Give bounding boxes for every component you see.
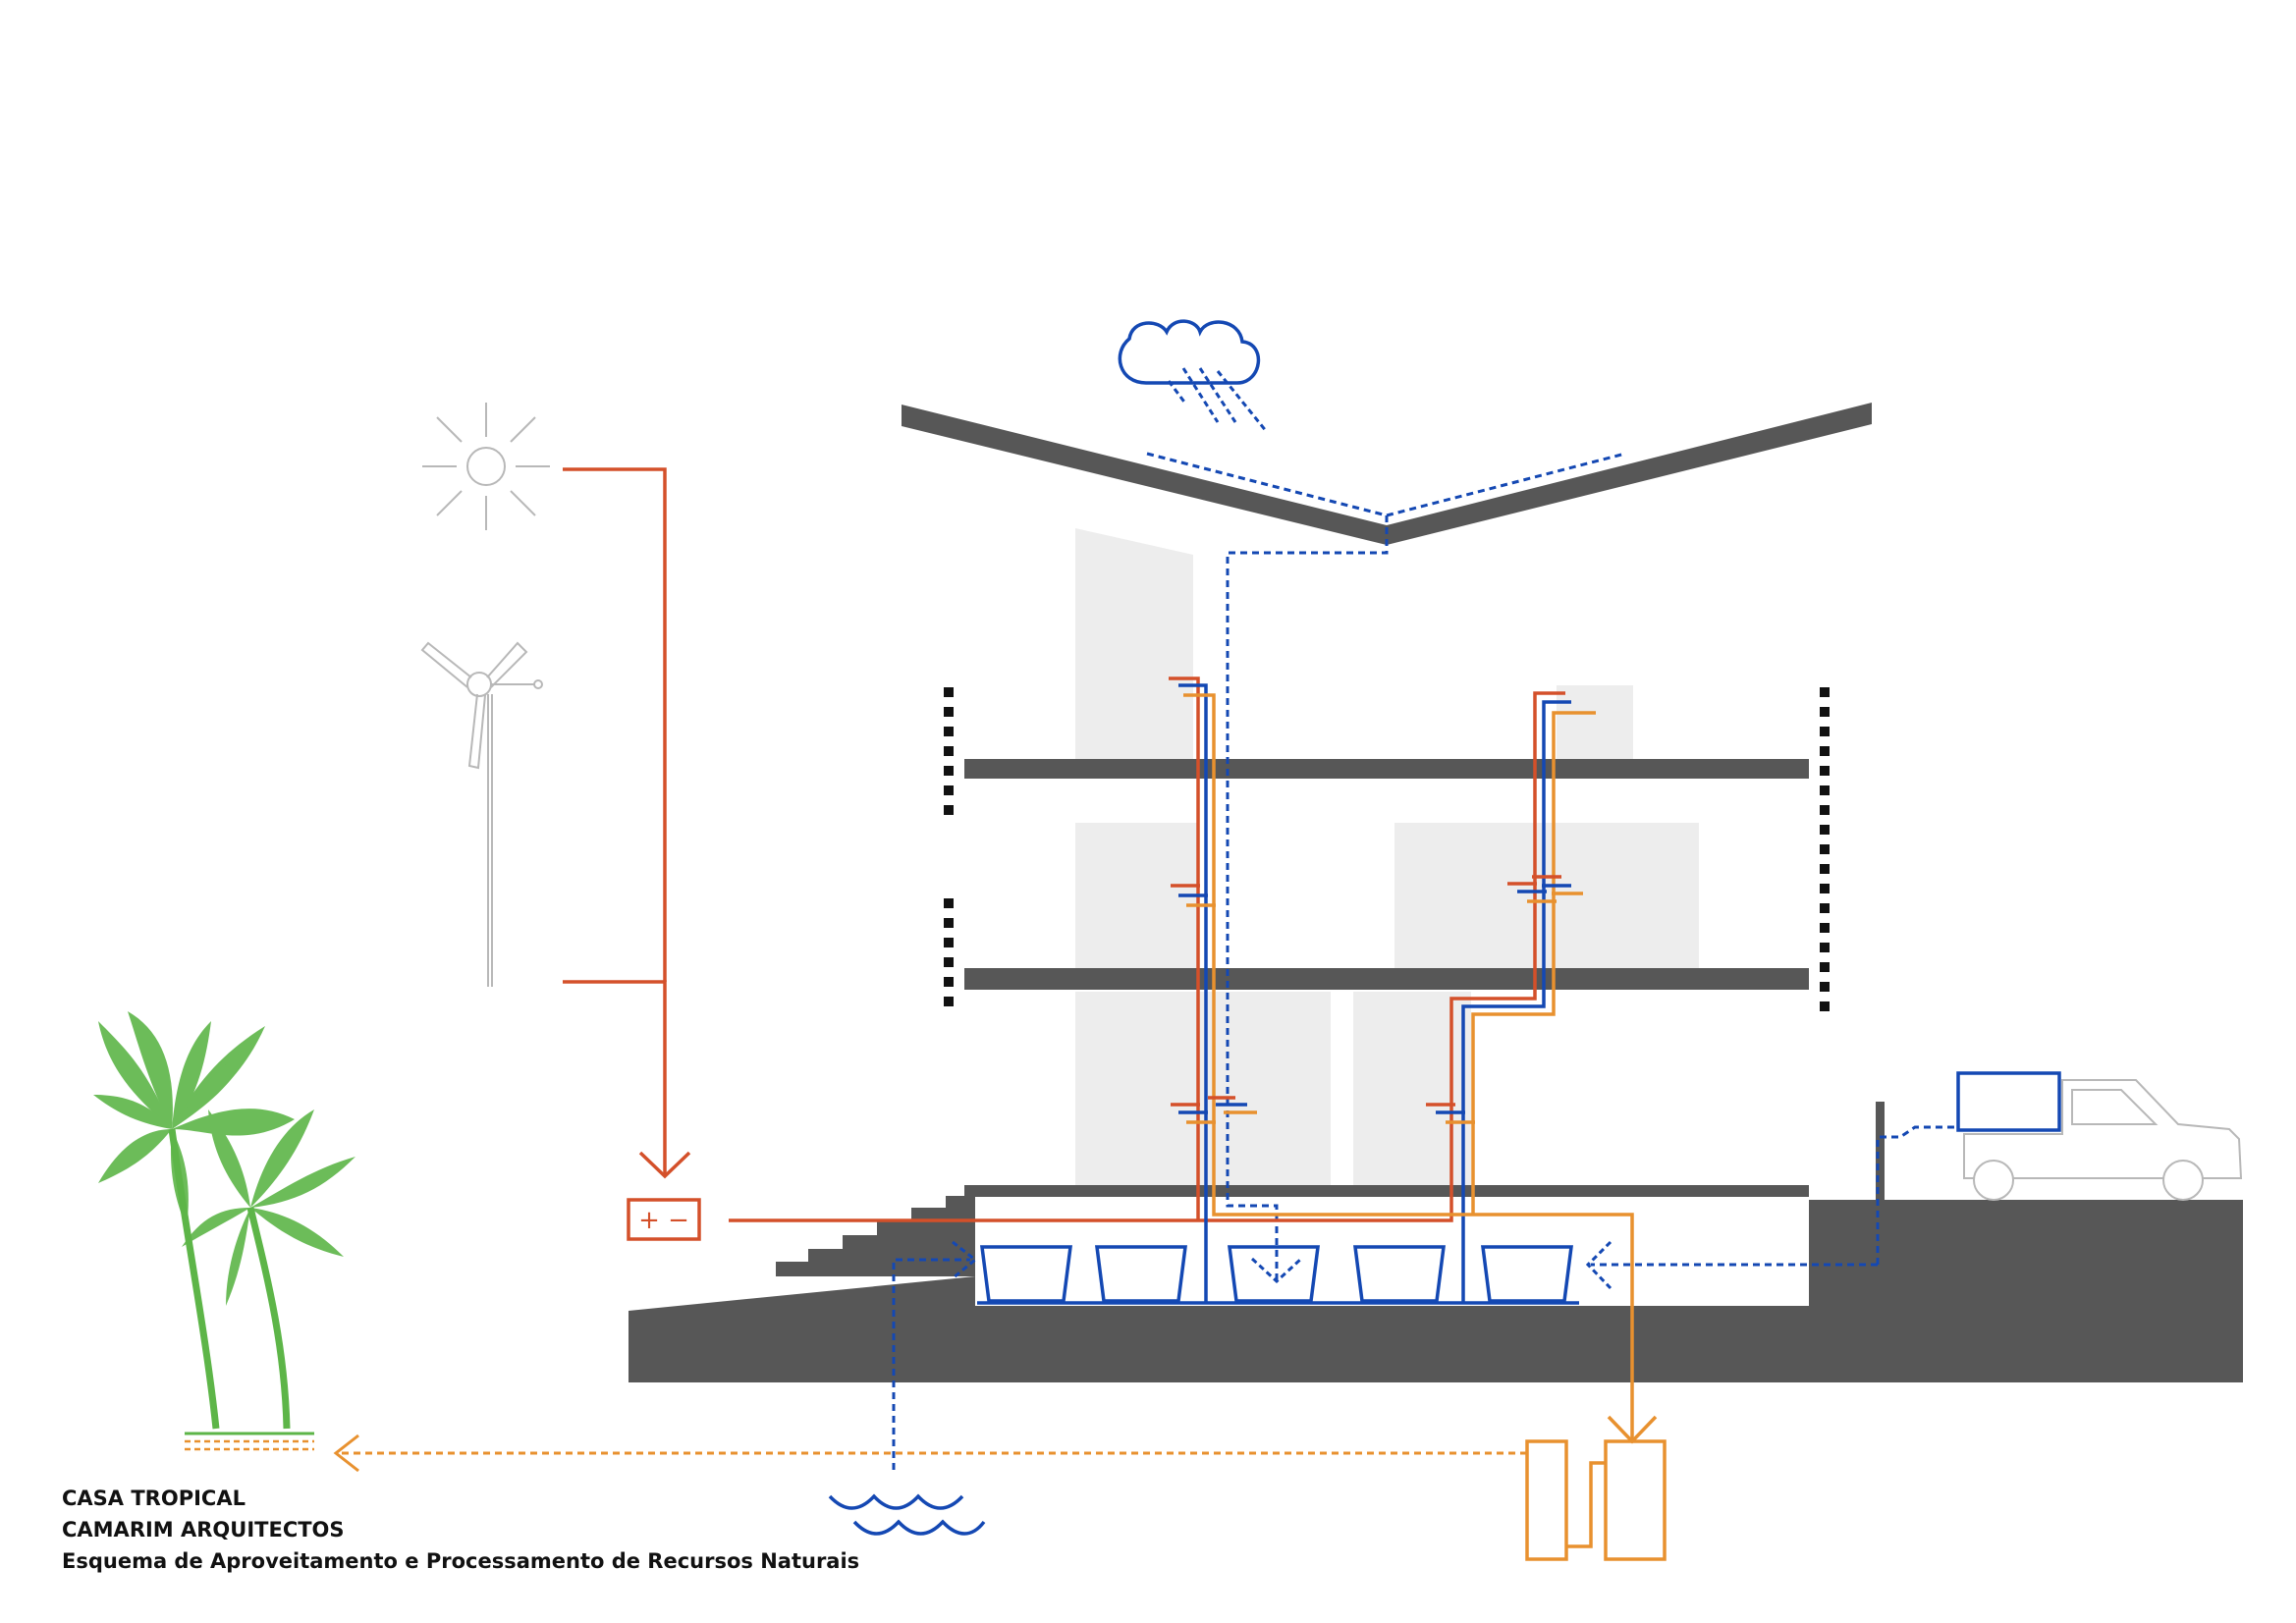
wall-panel bbox=[1557, 685, 1633, 762]
cistern-tank bbox=[1228, 1245, 1320, 1303]
palm-trees-icon bbox=[93, 1011, 355, 1451]
louvre-left bbox=[944, 687, 954, 1006]
septic-tank-icon bbox=[1525, 1439, 1667, 1561]
architect-name: CAMARIM ARQUITECTOS bbox=[62, 1518, 345, 1542]
cistern-tank bbox=[980, 1245, 1072, 1303]
electricity-lines bbox=[563, 467, 1565, 1222]
water-truck-icon bbox=[1956, 1071, 2243, 1201]
rain-cloud-icon bbox=[1118, 319, 1269, 433]
wall-panel bbox=[1075, 992, 1331, 1188]
battery-icon: + − bbox=[627, 1198, 701, 1241]
louvre-right bbox=[1820, 687, 1830, 1011]
wall-panel bbox=[1075, 823, 1198, 975]
terrain bbox=[629, 1200, 2243, 1382]
terrace-steps bbox=[776, 1196, 975, 1276]
wall-panel bbox=[1394, 823, 1699, 970]
water-supply-lines bbox=[1178, 683, 1571, 1303]
diagram-subtitle: Esquema de Aproveitamento e Processament… bbox=[62, 1549, 860, 1573]
diagram-caption: CASA TROPICAL CAMARIM ARQUITECTOS Esquem… bbox=[62, 1483, 859, 1577]
cistern-tank bbox=[1095, 1245, 1187, 1303]
project-title: CASA TROPICAL bbox=[62, 1487, 246, 1510]
wall-panel bbox=[1353, 992, 1471, 1188]
water-cisterns bbox=[977, 1245, 1579, 1305]
floor-slab-middle bbox=[964, 968, 1809, 990]
retaining-wall bbox=[1876, 1102, 1885, 1200]
ground-slab bbox=[964, 1185, 1809, 1197]
roof bbox=[1387, 403, 1872, 545]
floor-slab-upper bbox=[964, 759, 1809, 779]
cistern-tank bbox=[1353, 1245, 1446, 1303]
cistern-tank bbox=[1481, 1245, 1573, 1303]
wind-turbine-icon bbox=[420, 641, 543, 987]
inflow-arrows bbox=[952, 1240, 1613, 1290]
sun-icon bbox=[422, 403, 550, 530]
pipe-fittings bbox=[1171, 875, 1583, 1124]
battery-symbol: + − bbox=[638, 1206, 689, 1235]
wall-panel bbox=[1075, 528, 1193, 761]
cistern-basement bbox=[975, 1200, 1809, 1306]
truck-tank bbox=[1956, 1071, 2061, 1132]
roof bbox=[902, 405, 1387, 545]
irrigation-line bbox=[333, 1434, 1527, 1473]
water-waves-icon bbox=[828, 1493, 986, 1536]
building-section bbox=[629, 403, 2243, 1382]
rainwater-collection bbox=[892, 452, 1956, 1470]
